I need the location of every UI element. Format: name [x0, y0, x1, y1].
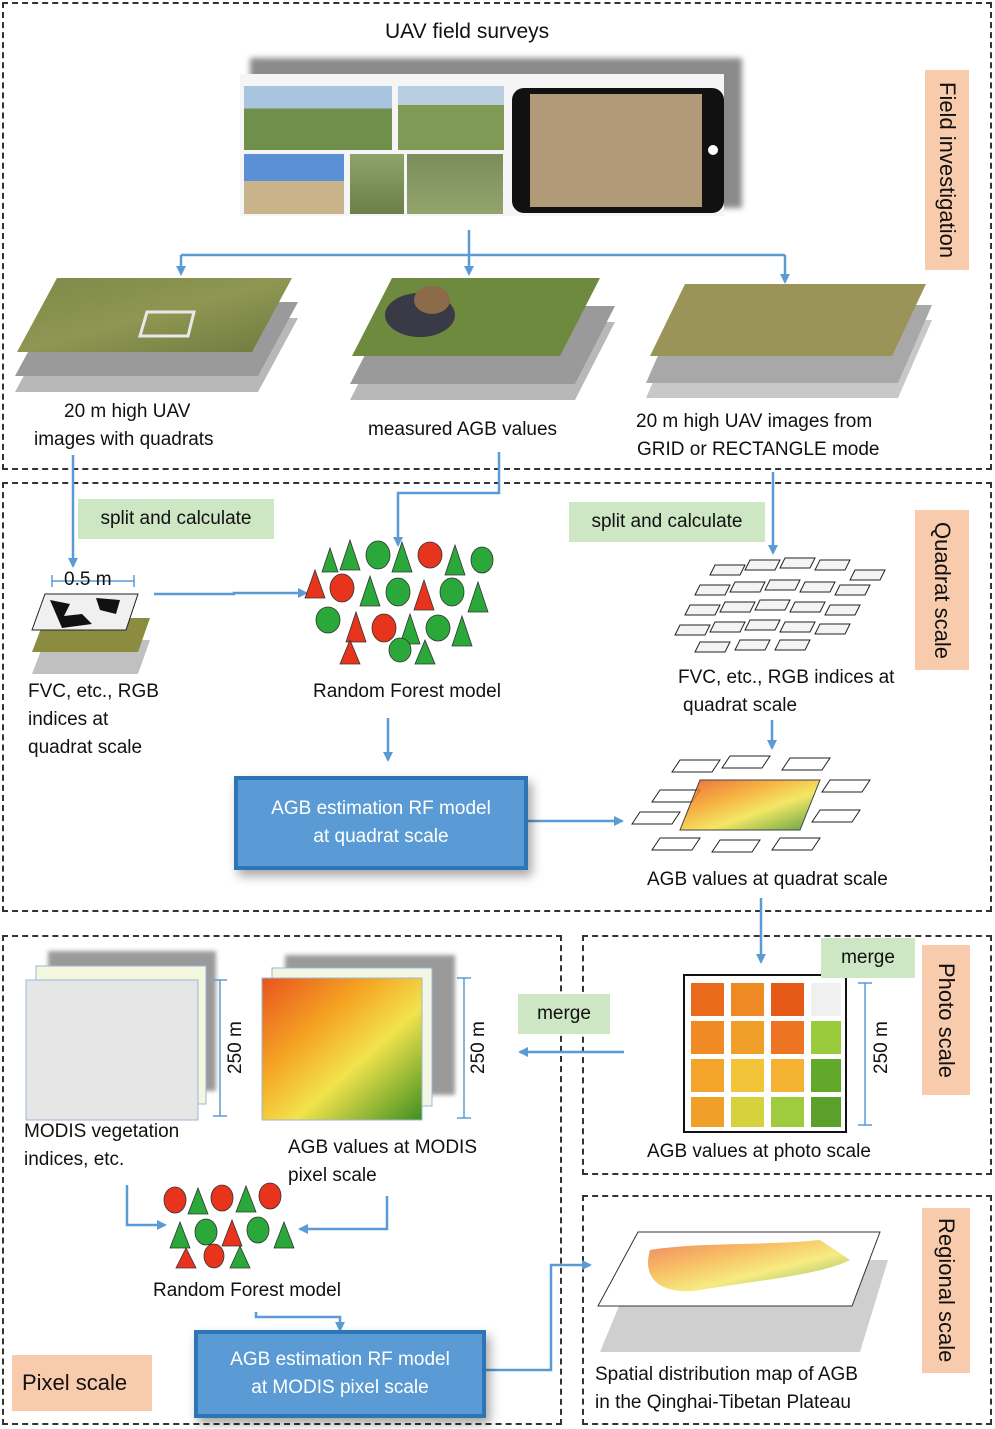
split-calculate-left: split and calculate — [78, 499, 274, 539]
survey-photo-5 — [407, 154, 503, 214]
diagram-title: UAV field surveys — [385, 20, 550, 43]
fvc-right-line1: FVC, etc., RGB indices at — [678, 667, 895, 688]
photo-scale-250m: 250 m — [871, 1021, 892, 1075]
photo-scale-grid — [683, 974, 872, 1133]
survey-photo-3 — [244, 154, 344, 214]
agb-pixel-image-stack — [261, 955, 471, 1121]
regional-map-line1: Spatial distribution map of AGB — [595, 1364, 858, 1385]
uav-grid-layers — [646, 284, 932, 398]
pixel-arrows — [125, 1185, 592, 1372]
survey-photo-2 — [398, 86, 504, 150]
scale-bar-label: 0.5 m — [64, 569, 112, 590]
regional-map-line2: in the Qinghai-Tibetan Plateau — [595, 1392, 851, 1413]
fvc-left-line1: FVC, etc., RGB — [28, 681, 159, 702]
tablet-button — [708, 145, 718, 155]
modis-250m: 250 m — [225, 1021, 246, 1075]
fvc-left-line2: indices at — [28, 709, 109, 730]
pixel-scale-label: Pixel scale — [12, 1355, 152, 1411]
split-calculate-right: split and calculate — [569, 502, 765, 542]
agb-pixel-label-line2: pixel scale — [288, 1165, 377, 1186]
uav-quadrats-label-line1: 20 m high UAV — [64, 401, 191, 422]
survey-photo-4 — [350, 154, 404, 214]
modis-image-stack — [25, 951, 227, 1121]
quadrat-tile-grid — [674, 557, 886, 653]
uav-quadrat-layers — [15, 278, 298, 392]
agb-pixel-label-line1: AGB values at MODIS — [288, 1137, 478, 1158]
modis-label-line2: indices, etc. — [24, 1149, 125, 1170]
survey-arrows — [176, 230, 790, 284]
agb-estimation-pixel-line2: at MODIS pixel scale — [251, 1377, 429, 1398]
merge-pixel-label: merge — [518, 994, 610, 1034]
regional-scale-panel — [582, 1195, 992, 1425]
fvc-right-line2: quadrat scale — [683, 695, 798, 716]
measured-agb-layers — [350, 278, 615, 400]
photo-scale-label: Photo scale — [922, 945, 970, 1095]
pixel-scale-panel — [2, 935, 562, 1425]
quadrat-arrows — [68, 452, 778, 964]
quadrat-scale-label: Quadrat scale — [915, 510, 969, 670]
measured-agb-label: measured AGB values — [368, 419, 558, 440]
photo-scale-panel — [582, 935, 992, 1175]
uav-grid-label-line1: 20 m high UAV images from — [636, 411, 873, 432]
quadrat-scale-panel — [2, 482, 992, 912]
agb-estimation-quadrat-line1: AGB estimation RF model — [271, 798, 491, 819]
fvc-left-line3: quadrat scale — [28, 737, 143, 758]
fvc-quadrat-stack — [31, 575, 150, 674]
regional-scale-label: Regional scale — [922, 1208, 970, 1373]
agb-photo-values-label: AGB values at photo scale — [647, 1141, 871, 1162]
modis-label-line1: MODIS vegetation — [24, 1121, 180, 1142]
rf-model-quadrat-label: Random Forest model — [313, 681, 501, 702]
tablet-screen — [530, 94, 702, 207]
merge-photo-label: merge — [821, 938, 915, 978]
agb-quadrat-values-label: AGB values at quadrat scale — [647, 869, 888, 890]
agb-pixel-250m: 250 m — [468, 1021, 489, 1075]
survey-photo-1 — [244, 86, 392, 150]
agb-estimation-pixel-line1: AGB estimation RF model — [230, 1349, 450, 1370]
agb-quadrat-tiles — [631, 755, 871, 853]
uav-quadrats-label-line2: images with quadrats — [34, 429, 214, 450]
uav-grid-label-line2: GRID or RECTANGLE mode — [637, 439, 880, 460]
field-investigation-label: Field investigation — [925, 70, 969, 270]
random-forest-trees — [304, 538, 494, 665]
agb-estimation-quadrat-box: AGB estimation RF model at quadrat scale — [234, 776, 528, 870]
regional-map-layers — [597, 1231, 888, 1352]
agb-estimation-quadrat-line2: at quadrat scale — [313, 826, 449, 847]
agb-estimation-pixel-box: AGB estimation RF model at MODIS pixel s… — [194, 1330, 486, 1418]
pixel-random-forest-trees — [163, 1182, 295, 1269]
rf-model-pixel-label: Random Forest model — [153, 1280, 341, 1301]
field-investigation-panel — [2, 2, 992, 470]
